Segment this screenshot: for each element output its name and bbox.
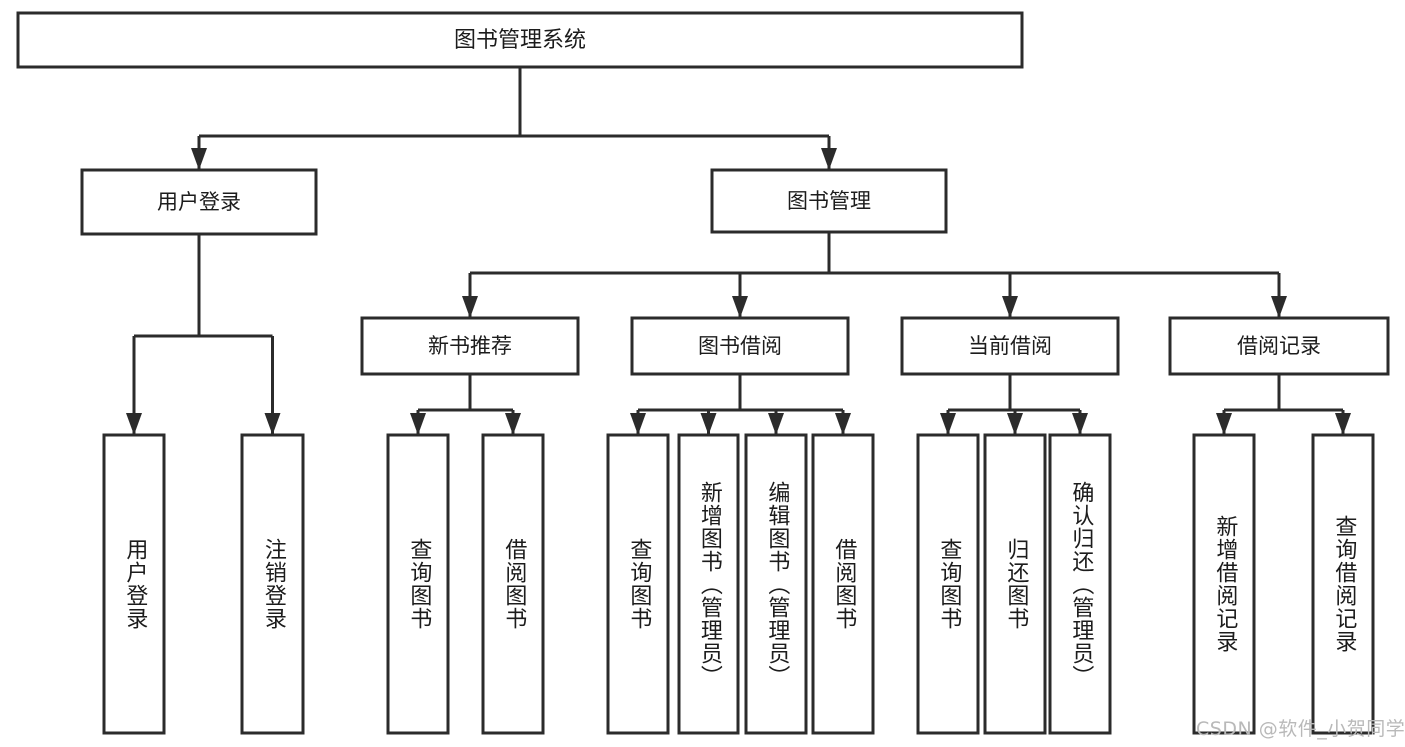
node-leaf-query-record[interactable] (1311, 433, 1375, 735)
arrow-down-icon (821, 148, 837, 170)
node-leaf-query-book-2-box[interactable] (606, 433, 670, 735)
node-leaf-edit-book[interactable] (744, 433, 808, 735)
node-leaf-query-book-1[interactable] (386, 433, 450, 735)
connectors-layer (126, 67, 1351, 435)
node-leaf-add-book[interactable] (677, 433, 740, 735)
node-leaf-query-record-box[interactable] (1311, 433, 1375, 735)
node-user-login-label: 用户登录 (157, 190, 241, 214)
arrow-down-icon (1072, 413, 1088, 435)
node-leaf-borrow-book-2[interactable] (811, 433, 875, 735)
node-root-system[interactable]: 图书管理系统 (16, 11, 1024, 69)
arrow-down-icon (700, 413, 717, 435)
node-user-login[interactable]: 用户登录 (80, 168, 318, 236)
arrow-down-icon (191, 148, 207, 170)
node-book-borrow-box[interactable] (630, 316, 850, 376)
node-leaf-user-logout[interactable] (240, 433, 305, 735)
node-new-book-recommend[interactable]: 新书推荐 (360, 316, 580, 376)
node-book-manage-box[interactable] (710, 168, 948, 234)
arrow-down-icon (835, 413, 851, 435)
node-current-borrow-box[interactable] (900, 316, 1120, 376)
node-current-borrow-label: 当前借阅 (968, 334, 1052, 358)
node-leaf-user-login-box[interactable] (102, 433, 166, 735)
node-root-system-box[interactable] (16, 11, 1024, 69)
arrow-down-icon (505, 413, 521, 435)
node-new-book-recommend-label: 新书推荐 (428, 334, 512, 358)
arrow-down-icon (630, 413, 646, 435)
node-leaf-confirm-return[interactable] (1048, 433, 1112, 735)
node-leaf-add-record-box[interactable] (1192, 433, 1256, 735)
arrow-down-icon (264, 413, 281, 435)
node-leaf-user-login[interactable] (102, 433, 166, 735)
node-leaf-query-book-3[interactable] (916, 433, 980, 735)
arrow-down-icon (768, 413, 784, 435)
node-leaf-borrow-book-2-box[interactable] (811, 433, 875, 735)
node-new-book-recommend-box[interactable] (360, 316, 580, 376)
node-leaf-add-book-box[interactable] (677, 433, 740, 735)
node-borrow-record-box[interactable] (1168, 316, 1390, 376)
node-leaf-edit-book-box[interactable] (744, 433, 808, 735)
arrow-down-icon (940, 413, 956, 435)
arrow-down-icon (462, 296, 478, 318)
arrow-down-icon (1335, 413, 1351, 435)
node-leaf-borrow-book-1-box[interactable] (481, 433, 545, 735)
node-book-manage-label: 图书管理 (787, 189, 871, 213)
node-user-login-box[interactable] (80, 168, 318, 236)
arrow-down-icon (410, 413, 426, 435)
node-leaf-return-book-box[interactable] (983, 433, 1047, 735)
arrow-down-icon (1002, 296, 1018, 318)
arrow-down-icon (732, 296, 748, 318)
node-borrow-record-label: 借阅记录 (1237, 334, 1321, 358)
node-root-system-label: 图书管理系统 (454, 28, 586, 53)
node-leaf-query-book-3-box[interactable] (916, 433, 980, 735)
node-leaf-borrow-book-1[interactable] (481, 433, 545, 735)
node-leaf-confirm-return-box[interactable] (1048, 433, 1112, 735)
watermark-text: CSDN @软件_小贺同学 (1196, 718, 1405, 740)
node-current-borrow[interactable]: 当前借阅 (900, 316, 1120, 376)
arrow-down-icon (126, 413, 142, 435)
node-leaf-query-book-2[interactable] (606, 433, 670, 735)
node-borrow-record[interactable]: 借阅记录 (1168, 316, 1390, 376)
node-leaf-add-record[interactable] (1192, 433, 1256, 735)
arrow-down-icon (1216, 413, 1232, 435)
node-book-borrow-label: 图书借阅 (698, 334, 782, 358)
node-book-borrow[interactable]: 图书借阅 (630, 316, 850, 376)
node-leaf-user-logout-box[interactable] (240, 433, 305, 735)
node-leaf-query-book-1-box[interactable] (386, 433, 450, 735)
arrow-down-icon (1007, 413, 1023, 435)
node-leaf-return-book[interactable] (983, 433, 1047, 735)
node-book-manage[interactable]: 图书管理 (710, 168, 948, 234)
arrow-down-icon (1271, 296, 1287, 318)
